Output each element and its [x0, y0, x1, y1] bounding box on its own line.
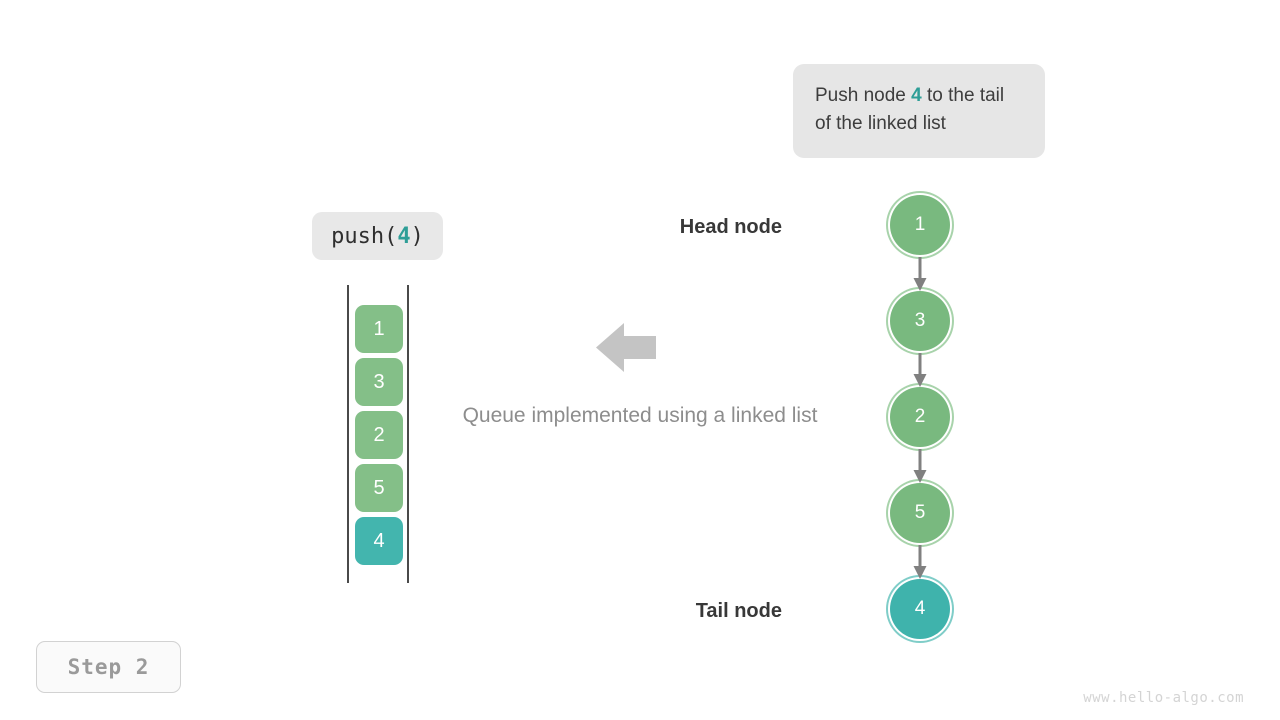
queue-item-value: 5	[373, 476, 385, 499]
node-link-arrow-icon	[910, 449, 930, 485]
queue-item-value: 4	[373, 529, 385, 552]
diagram-caption: Queue implemented using a linked list	[462, 404, 818, 427]
linked-list-node: 2	[890, 387, 950, 447]
linked-list-node: 3	[890, 291, 950, 351]
instruction-callout: Push node 4 to the tail of the linked li…	[793, 64, 1045, 158]
queue-rail-left	[347, 285, 349, 583]
queue-column: 1 3 2 5 4	[340, 280, 420, 590]
node-link-arrow-icon	[910, 545, 930, 581]
operation-fn-name: push(	[331, 223, 398, 249]
linked-list-node: 1	[890, 195, 950, 255]
queue-item: 2	[355, 411, 403, 459]
callout-text-after: to the tail of the linked list	[815, 85, 1005, 134]
head-node-label: Head node	[679, 216, 782, 238]
queue-item: 5	[355, 464, 403, 512]
callout-text-before: Push node	[815, 85, 912, 106]
linked-list-node-new: 4	[890, 579, 950, 639]
step-badge: Step 2	[36, 641, 181, 693]
left-arrow-icon	[596, 320, 656, 375]
linked-list-node: 5	[890, 483, 950, 543]
linked-list-diagram: Head node Tail node 1 3 2 5 4	[680, 190, 970, 640]
queue-item-value: 1	[373, 317, 385, 340]
queue-item-value: 3	[373, 370, 385, 393]
operation-label: push(4)	[312, 212, 443, 260]
queue-items-list: 1 3 2 5 4	[355, 305, 403, 565]
operation-argument: 4	[397, 223, 411, 249]
tail-node-label: Tail node	[695, 600, 782, 622]
node-link-arrow-icon	[910, 353, 930, 389]
queue-item: 1	[355, 305, 403, 353]
operation-close-paren: )	[410, 223, 424, 249]
node-value: 2	[914, 406, 926, 427]
node-link-arrow-icon	[910, 257, 930, 293]
watermark: www.hello-algo.com	[1083, 690, 1244, 706]
queue-item: 3	[355, 358, 403, 406]
queue-item-value: 2	[373, 423, 385, 446]
node-value: 3	[914, 310, 926, 331]
callout-highlight-value: 4	[911, 85, 922, 106]
node-value: 5	[914, 502, 926, 523]
node-value: 1	[914, 214, 926, 235]
node-value: 4	[914, 598, 926, 619]
queue-item-new: 4	[355, 517, 403, 565]
queue-rail-right	[407, 285, 409, 583]
